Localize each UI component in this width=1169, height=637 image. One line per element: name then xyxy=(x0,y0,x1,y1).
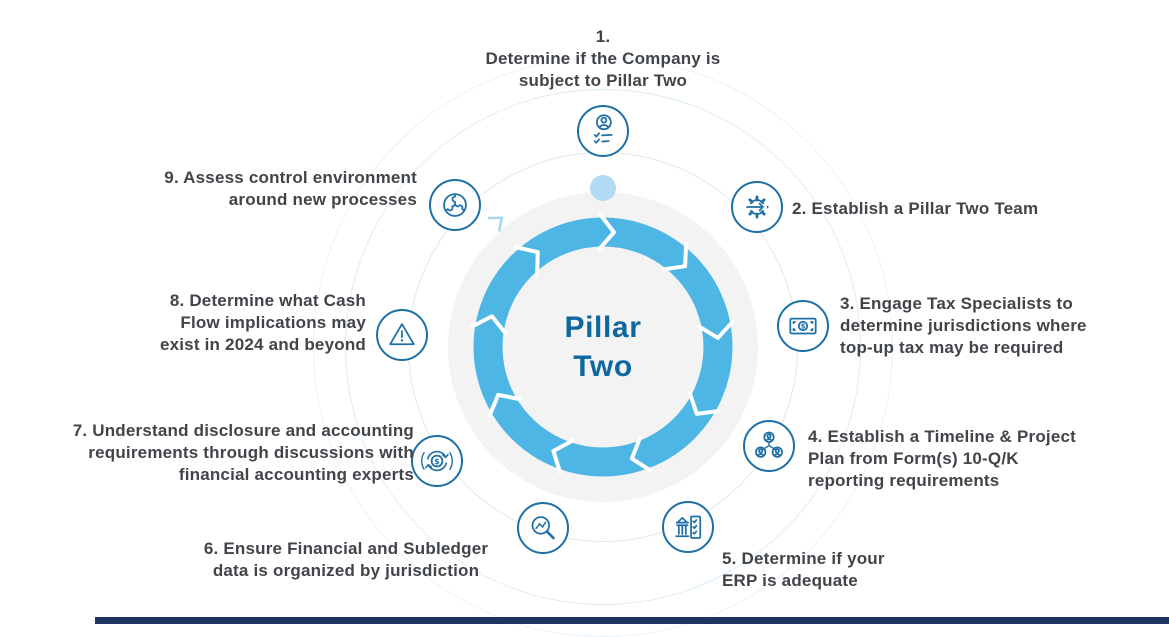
team-icon xyxy=(743,420,795,472)
footer-accent-bar xyxy=(95,617,1169,624)
step-7-label: 7. Understand disclosure and accounting … xyxy=(4,420,414,486)
warning-triangle-icon xyxy=(376,309,428,361)
cash-cycle-icon: $ xyxy=(411,435,463,487)
step-1-label: 1. Determine if the Company is subject t… xyxy=(433,26,773,92)
step-9-label: 9. Assess control environment around new… xyxy=(77,167,417,211)
building-checklist-icon xyxy=(662,501,714,553)
diagram-title: Pillar Two xyxy=(503,308,703,386)
cycle-direction-arrow-icon xyxy=(480,203,516,239)
gear-arrow-icon xyxy=(731,181,783,233)
puzzle-icon xyxy=(429,179,481,231)
person-checklist-icon xyxy=(577,105,629,157)
svg-text:$: $ xyxy=(801,323,806,331)
banknote-icon: $ xyxy=(777,300,829,352)
step-5-label: 5. Determine if your ERP is adequate xyxy=(722,548,952,592)
cycle-start-dot xyxy=(590,175,616,201)
step-3-label: 3. Engage Tax Specialists to determine j… xyxy=(840,293,1165,359)
step-8-label: 8. Determine what Cash Flow implications… xyxy=(56,290,366,356)
step-2-label: 2. Establish a Pillar Two Team xyxy=(792,198,1162,220)
step-4-label: 4. Establish a Timeline & Project Plan f… xyxy=(808,426,1158,492)
svg-text:$: $ xyxy=(434,457,439,466)
step-6-label: 6. Ensure Financial and Subledger data i… xyxy=(156,538,536,582)
